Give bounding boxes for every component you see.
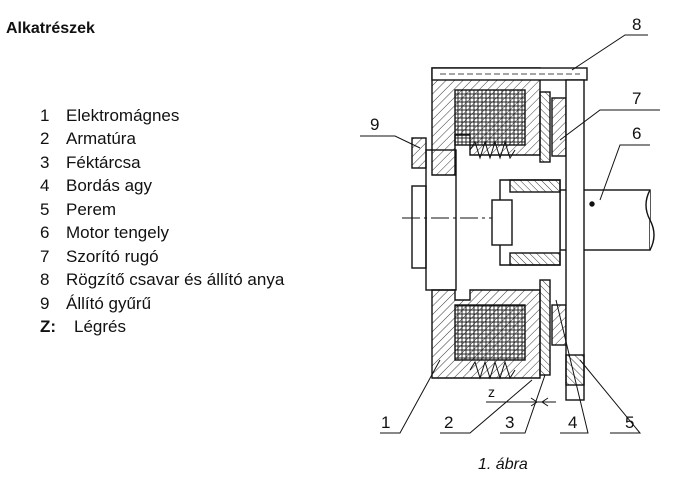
legend-item: 2 Armatúra [40, 128, 284, 152]
leader-7 [559, 109, 660, 141]
leader-1 [380, 359, 441, 434]
legend-item: 4 Bordás agy [40, 175, 284, 199]
legend-number: 8 [40, 270, 50, 290]
legend-item: 3 Féktárcsa [40, 151, 284, 175]
legend-label: Armatúra [66, 129, 136, 149]
brake-cross-section-drawing: 1 2 3 4 5 6 7 8 9 z [360, 15, 660, 434]
armature-upper [539, 91, 551, 163]
legend-number: 3 [40, 152, 50, 172]
legend-number: 9 [40, 293, 50, 313]
legend-label: Bordás agy [66, 176, 152, 196]
legend-item: Z: Légrés [40, 316, 284, 340]
legend-item: 9 Állító gyűrű [40, 292, 284, 316]
callout-6: 6 [632, 124, 641, 143]
pressure-spring-lower [469, 360, 516, 380]
legend-label: Rögzítő csavar és állító anya [66, 270, 285, 290]
leader-8 [571, 34, 648, 71]
leader-3 [500, 374, 546, 434]
legend-label: Szorító rugó [66, 246, 159, 266]
leader-5 [579, 359, 642, 434]
leader-6 [599, 144, 650, 201]
pressure-spring-upper [469, 140, 516, 160]
callout-1: 1 [381, 413, 390, 432]
armature-lower [539, 279, 551, 376]
legend-item: 8 Rögzítő csavar és állító anya [40, 269, 284, 293]
legend-item: 7 Szorító rugó [40, 245, 284, 269]
figure-caption: 1. ábra [478, 456, 528, 473]
legend-label: Légrés [74, 317, 126, 337]
legend-label: Állító gyűrű [66, 293, 152, 313]
legend-number: 5 [40, 199, 50, 219]
callout-9: 9 [370, 115, 379, 134]
callout-3: 3 [505, 413, 514, 432]
legend-number: 7 [40, 246, 50, 266]
callout-5: 5 [625, 413, 634, 432]
callout-4: 4 [568, 413, 577, 432]
leader-9 [360, 135, 421, 149]
adjusting-ring [411, 185, 427, 269]
legend-item: 6 Motor tengely [40, 222, 284, 246]
legend-label: Elektromágnes [66, 105, 180, 125]
legend-label: Perem [66, 199, 117, 219]
callout-2: 2 [444, 413, 453, 432]
shaft-break [645, 189, 655, 251]
fixing-screw [431, 67, 588, 81]
brake-disc-upper [551, 97, 567, 157]
coil-lower [454, 304, 526, 361]
legend-number: 4 [40, 176, 50, 196]
leader-2 [440, 379, 533, 434]
legend-item: 5 Perem [40, 198, 284, 222]
callout-8: 8 [632, 15, 641, 34]
legend-item: 1 Elektromágnes [40, 104, 284, 128]
coil-upper [454, 89, 526, 146]
callout-z: z [488, 384, 495, 400]
legend-number: 2 [40, 129, 50, 149]
legend-number: 1 [40, 105, 50, 125]
legend-number: 6 [40, 223, 50, 243]
leader-4 [555, 299, 589, 434]
flange [565, 79, 585, 401]
legend-label: Féktárcsa [66, 152, 141, 172]
legend-number: Z: [40, 317, 57, 337]
parts-title: Alkatrészek [6, 20, 95, 37]
parts-legend: 1 Elektromágnes 2 Armatúra 3 Féktárcsa 4 Bor… [40, 104, 284, 339]
callout-7: 7 [632, 89, 641, 108]
legend-label: Motor tengely [66, 223, 169, 243]
